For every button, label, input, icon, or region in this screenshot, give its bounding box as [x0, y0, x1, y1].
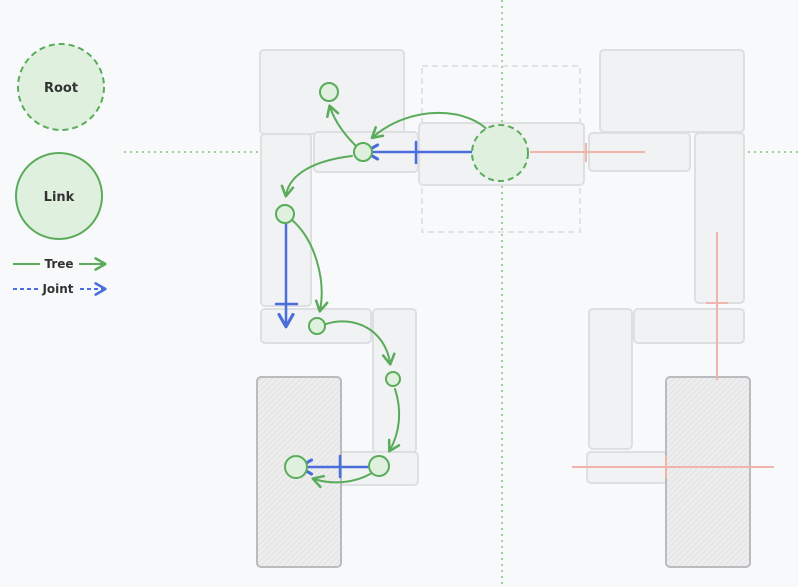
right-robot-parts	[586, 49, 751, 568]
link-node-vertical[interactable]	[385, 371, 401, 387]
tree-arrow-bar-to-arm	[280, 155, 353, 198]
legend-tree-label: Tree	[44, 257, 73, 271]
legend-link-label: Link	[44, 190, 75, 205]
link-node-wheel[interactable]	[284, 455, 308, 479]
mirrored-joints	[530, 143, 774, 478]
right-vertical-arm[interactable]	[694, 132, 745, 304]
tree-arrow-lowbar-to-vertical	[325, 320, 396, 366]
link-node-lowbar[interactable]	[308, 317, 326, 335]
link-node-foot[interactable]	[368, 455, 390, 477]
tree-arrow-root-to-bar	[370, 111, 494, 140]
tree-arrow-arm-to-lowbar	[291, 219, 329, 313]
right-lower-bar[interactable]	[633, 308, 745, 344]
root-node[interactable]	[471, 124, 529, 182]
tree-arrow-vertical-to-foot	[387, 388, 401, 453]
left-robot-parts	[256, 49, 419, 568]
link-node-arm[interactable]	[275, 204, 295, 224]
link-nodes	[275, 82, 529, 479]
tree-arrow-foot-to-wheel	[311, 472, 373, 489]
right-wheel[interactable]	[665, 376, 751, 568]
link-node-top[interactable]	[319, 82, 339, 102]
link-node-bar[interactable]	[353, 142, 373, 162]
legend: Root Link Tree Joint	[13, 43, 107, 296]
legend-root-swatch	[17, 43, 105, 131]
legend-root-label: Root	[44, 81, 78, 96]
legend-joint-label: Joint	[41, 282, 73, 296]
top-right-plate[interactable]	[599, 49, 745, 133]
legend-link-swatch	[15, 152, 103, 240]
tree-arrows	[280, 104, 494, 489]
right-lower-vertical[interactable]	[588, 308, 633, 450]
tree-arrow-bar-to-top	[326, 104, 356, 146]
